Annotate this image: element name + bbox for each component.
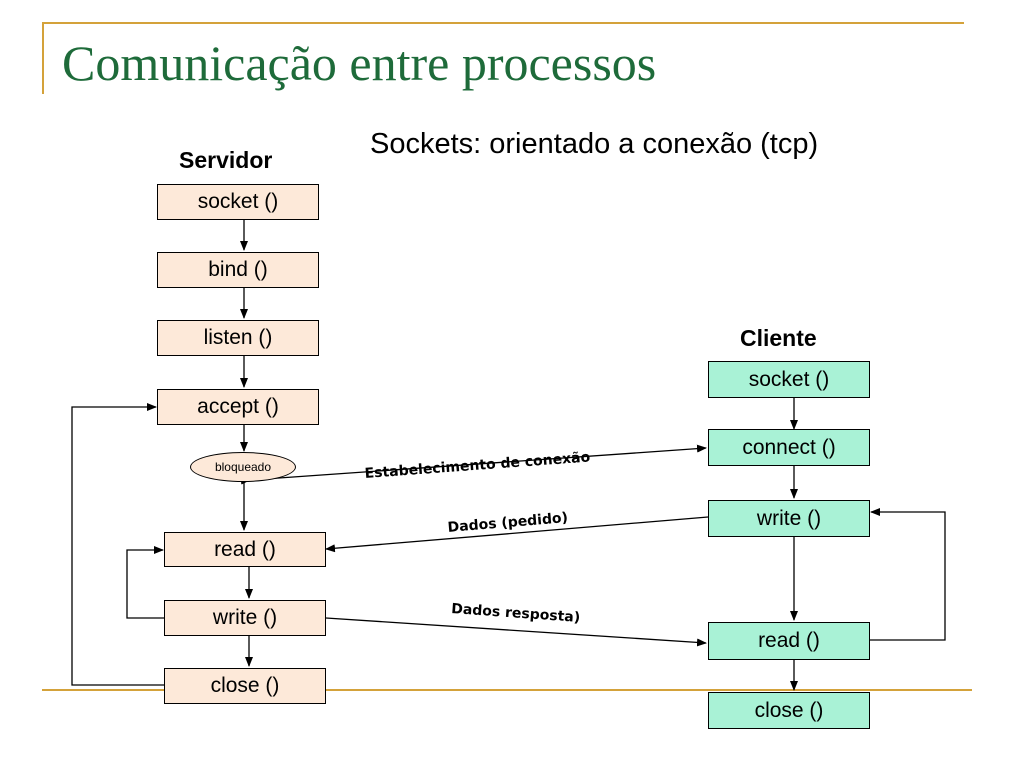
loop-c-read-to-write bbox=[870, 508, 946, 641]
server-bind-box: bind () bbox=[157, 252, 319, 288]
arrow-request-to-server bbox=[325, 516, 709, 553]
left-rule bbox=[42, 22, 44, 94]
label-request: Dados (pedido) bbox=[447, 510, 569, 536]
client-write-box: write () bbox=[708, 500, 870, 537]
client-socket-box: socket () bbox=[708, 361, 870, 398]
server-write-box: write () bbox=[164, 600, 326, 636]
label-connection: Estabelecimento de conexão bbox=[364, 449, 591, 482]
top-rule bbox=[42, 22, 964, 24]
client-connect-box: connect () bbox=[708, 429, 870, 466]
server-heading: Servidor bbox=[179, 147, 273, 173]
blocked-state-oval: bloqueado bbox=[190, 452, 296, 482]
server-accept-box: accept () bbox=[157, 389, 319, 425]
bottom-rule bbox=[42, 689, 972, 691]
label-response: Dados resposta) bbox=[451, 601, 581, 626]
loop-close-to-accept bbox=[71, 403, 164, 686]
server-read-box: read () bbox=[164, 532, 326, 567]
server-close-box: close () bbox=[164, 668, 326, 704]
server-socket-box: socket () bbox=[157, 184, 319, 220]
server-listen-box: listen () bbox=[157, 320, 319, 356]
client-heading: Cliente bbox=[740, 325, 817, 351]
loop-write-to-read bbox=[126, 546, 164, 619]
arrow-response-to-client bbox=[325, 617, 707, 647]
client-read-box: read () bbox=[708, 622, 870, 660]
slide-subtitle: Sockets: orientado a conexão (tcp) bbox=[370, 128, 819, 160]
client-close-box: close () bbox=[708, 692, 870, 729]
arrow-connection-to-client bbox=[240, 444, 707, 485]
slide-title: Comunicação entre processos bbox=[62, 35, 657, 91]
